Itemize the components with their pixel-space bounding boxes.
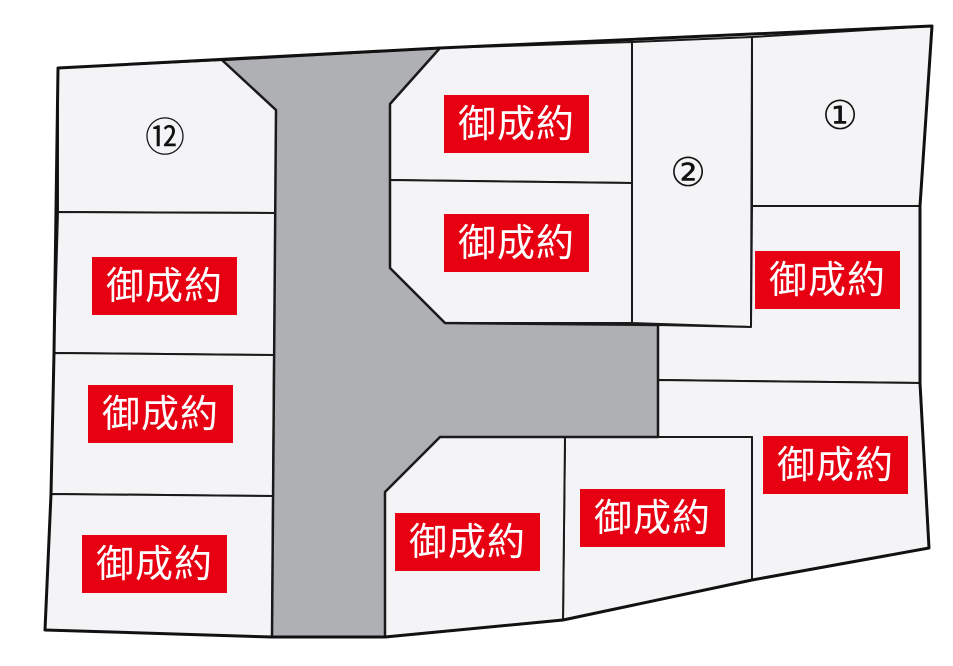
sold-badge-lot-9: 御成約 (82, 535, 227, 593)
sold-badge-lot-6: 御成約 (763, 436, 908, 494)
sold-badge-lot-5: 御成約 (755, 251, 900, 309)
lot-number-12: ⑫ (145, 115, 185, 161)
sold-badge-lot-10: 御成約 (88, 385, 233, 443)
lot-number-2: ② (670, 150, 706, 196)
sold-badge-lot-8: 御成約 (395, 513, 540, 571)
sold-badge-lot-3: 御成約 (444, 95, 589, 153)
site-boundary (43, 24, 934, 639)
sold-badge-lot-4: 御成約 (444, 214, 589, 272)
sold-badge-lot-7: 御成約 (580, 489, 725, 547)
lot-number-1: ① (822, 93, 858, 139)
sold-badge-lot-11: 御成約 (92, 257, 237, 315)
